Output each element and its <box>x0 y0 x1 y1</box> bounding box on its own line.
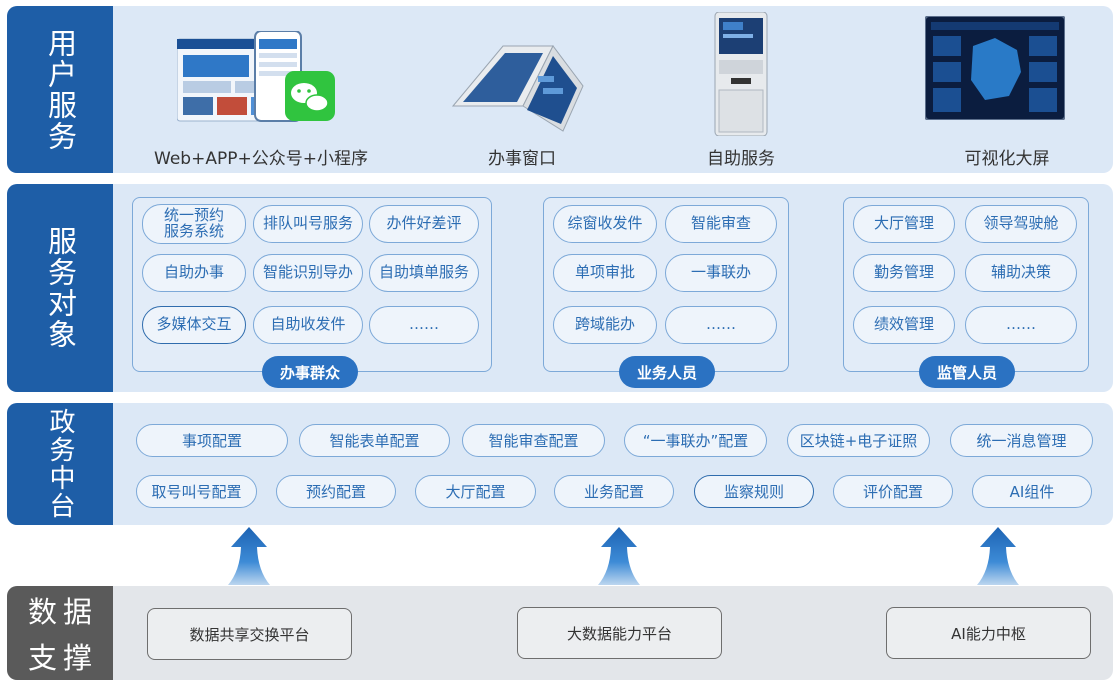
citizen-item-appointment[interactable]: 统一预约服务系统 <box>142 204 246 244</box>
citizen-item-smart-guide[interactable]: 智能识别导办 <box>253 254 363 292</box>
config-blockchain-license[interactable]: 区块链+电子证照 <box>787 424 930 457</box>
ai-capability-hub[interactable]: AI能力中枢 <box>886 607 1091 659</box>
data-support-label-char-3: 撑 <box>63 641 93 675</box>
staff-item-window-dispatch[interactable]: 综窗收发件 <box>553 205 657 243</box>
gov-platform-band: 政务中台 事项配置 智能表单配置 智能审查配置 “一事联办”配置 区块链+电子证… <box>7 403 1113 525</box>
supervisor-item-leader-cockpit[interactable]: 领导驾驶舱 <box>965 205 1077 243</box>
self-service-caption: 自助服务 <box>707 149 775 169</box>
config-business[interactable]: 业务配置 <box>554 475 674 508</box>
supervisor-item-hall-management[interactable]: 大厅管理 <box>853 205 955 243</box>
supervisor-item-more[interactable]: …… <box>965 306 1077 344</box>
data-support-label-text: 数据支撑 <box>28 589 92 677</box>
citizen-item-rating[interactable]: 办件好差评 <box>369 205 479 243</box>
citizen-item-self-service[interactable]: 自助办事 <box>142 254 246 292</box>
web-app-caption: Web+APP+公众号+小程序 <box>154 149 368 169</box>
config-evaluation[interactable]: 评价配置 <box>833 475 953 508</box>
citizen-group-tag: 办事群众 <box>262 356 358 388</box>
service-target-band: 服务对象 统一预约服务系统 排队叫号服务 办件好差评 自助办事 智能识别导办 自… <box>7 184 1113 392</box>
up-arrow-left-icon <box>228 527 270 585</box>
data-support-label-char-1: 据 <box>63 595 93 629</box>
staff-item-single-approval[interactable]: 单项审批 <box>553 254 657 292</box>
data-support-label: 数据支撑 <box>7 586 113 680</box>
web-app-wechat-icon <box>176 30 337 131</box>
citizen-item-more[interactable]: …… <box>369 306 479 344</box>
gov-platform-label: 政务中台 <box>7 403 113 525</box>
arrows-layer <box>228 527 1019 585</box>
config-inspection-rules[interactable]: 监察规则 <box>694 475 814 508</box>
data-sharing-platform[interactable]: 数据共享交换平台 <box>147 608 352 660</box>
service-target-label: 服务对象 <box>7 184 113 392</box>
service-window-terminal-icon <box>443 26 593 136</box>
config-appointment[interactable]: 预约配置 <box>276 475 396 508</box>
supervisor-item-performance[interactable]: 绩效管理 <box>853 306 955 344</box>
config-ai-component[interactable]: AI组件 <box>972 475 1092 508</box>
citizen-item-queue[interactable]: 排队叫号服务 <box>253 205 363 243</box>
staff-group-tag: 业务人员 <box>619 356 715 388</box>
config-joint-handling[interactable]: “一事联办”配置 <box>624 424 767 457</box>
user-service-band: 用户服务 Web+APP+公众号+小程序 <box>7 6 1113 173</box>
up-arrow-middle-icon <box>598 527 640 585</box>
citizen-item-form-fill[interactable]: 自助填单服务 <box>369 254 479 292</box>
config-matter[interactable]: 事项配置 <box>136 424 288 457</box>
config-smart-review[interactable]: 智能审查配置 <box>462 424 605 457</box>
config-queue-calling[interactable]: 取号叫号配置 <box>136 475 257 508</box>
data-support-label-char-0: 数 <box>27 595 57 629</box>
self-service-kiosk-icon <box>711 11 771 137</box>
citizen-item-self-dispatch[interactable]: 自助收发件 <box>253 306 363 344</box>
staff-item-cross-region[interactable]: 跨域能办 <box>553 306 657 344</box>
config-unified-message[interactable]: 统一消息管理 <box>950 424 1093 457</box>
supervisor-group-tag: 监管人员 <box>919 356 1015 388</box>
up-arrow-right-icon <box>977 527 1019 585</box>
staff-item-more[interactable]: …… <box>665 306 777 344</box>
citizen-item-multimedia[interactable]: 多媒体交互 <box>142 306 246 344</box>
service-window-caption: 办事窗口 <box>488 149 556 169</box>
staff-item-joint-handling[interactable]: 一事联办 <box>665 254 777 292</box>
data-support-label-char-2: 支 <box>27 641 57 675</box>
dashboard-caption: 可视化大屏 <box>964 149 1050 169</box>
user-service-label: 用户服务 <box>7 6 113 173</box>
supervisor-item-duty-management[interactable]: 勤务管理 <box>853 254 955 292</box>
big-data-platform[interactable]: 大数据能力平台 <box>517 607 722 659</box>
staff-item-smart-review[interactable]: 智能审查 <box>665 205 777 243</box>
config-hall[interactable]: 大厅配置 <box>415 475 536 508</box>
supervisor-item-decision-support[interactable]: 辅助决策 <box>965 254 1077 292</box>
config-smart-form[interactable]: 智能表单配置 <box>299 424 450 457</box>
visual-dashboard-screen-icon <box>924 15 1066 121</box>
